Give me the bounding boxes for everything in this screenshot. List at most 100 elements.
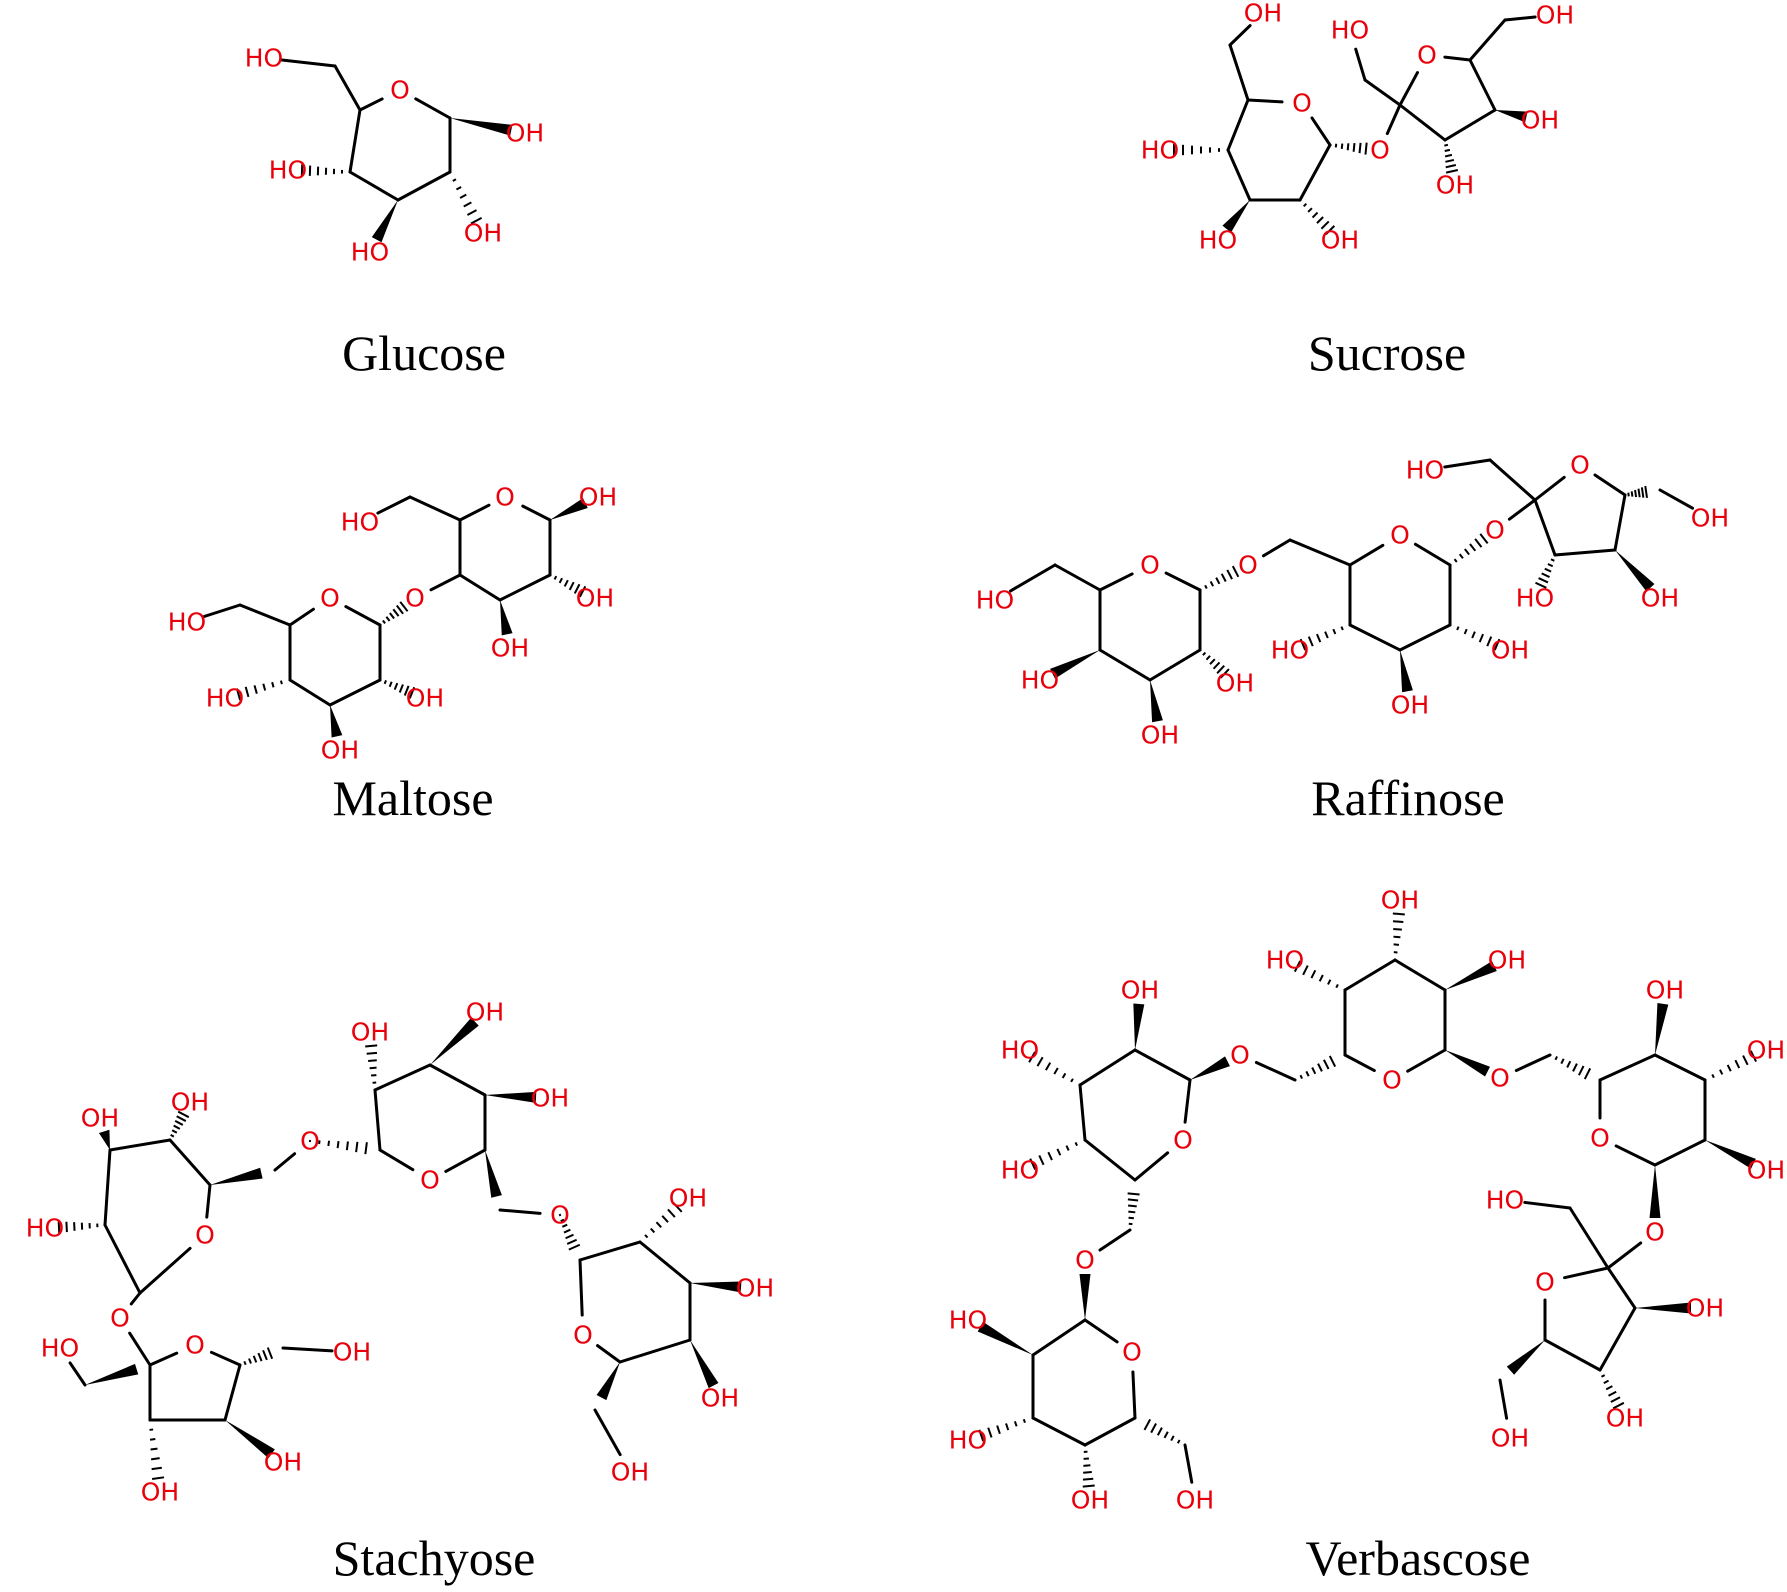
bond bbox=[1385, 103, 1402, 136]
bond bbox=[1398, 623, 1452, 652]
bond bbox=[1468, 58, 1497, 112]
bond bbox=[1228, 24, 1252, 47]
hash-bond bbox=[1392, 920, 1404, 924]
hash-bond bbox=[1445, 164, 1457, 169]
wedge-bond bbox=[485, 1091, 537, 1103]
hydroxyl-label: OH bbox=[1606, 1404, 1644, 1433]
oxygen-atom: O bbox=[1590, 1124, 1610, 1153]
hash-bond bbox=[1202, 651, 1207, 656]
bond bbox=[138, 1246, 192, 1295]
hash-bond bbox=[1444, 148, 1451, 152]
hash-bond bbox=[1640, 487, 1645, 498]
oxygen-atom: O bbox=[1535, 1268, 1555, 1297]
bond bbox=[1653, 1138, 1707, 1167]
hash-bond bbox=[1127, 1198, 1139, 1202]
oxygen-atom: O bbox=[1645, 1218, 1665, 1247]
hash-bond bbox=[1065, 1145, 1070, 1151]
wedge-bond bbox=[500, 600, 513, 636]
hydroxyl-label: OH bbox=[1491, 1424, 1529, 1453]
wedge-bond bbox=[85, 1363, 139, 1385]
bond bbox=[1053, 563, 1102, 592]
hash-bond bbox=[327, 1140, 331, 1147]
hash-bond bbox=[1554, 1056, 1558, 1061]
hash-bond bbox=[1583, 1067, 1592, 1080]
hash-bond bbox=[1316, 216, 1324, 224]
wedge-bond bbox=[1050, 650, 1100, 679]
bond bbox=[358, 97, 384, 112]
bond bbox=[521, 504, 552, 522]
hydroxyl-label: OH bbox=[579, 483, 617, 512]
hash-bond bbox=[987, 1427, 993, 1438]
hash-bond bbox=[393, 682, 399, 691]
oxygen-atom: O bbox=[1230, 1041, 1250, 1070]
bond bbox=[1148, 648, 1202, 682]
hydroxyl-label: HO bbox=[206, 684, 244, 713]
hash-bond bbox=[1150, 1423, 1157, 1434]
bond bbox=[103, 1148, 112, 1227]
bond bbox=[1593, 473, 1627, 497]
oxygen-atom: O bbox=[1075, 1246, 1095, 1275]
bond bbox=[333, 64, 362, 112]
bond bbox=[1498, 1378, 1509, 1420]
hash-bond bbox=[1734, 1059, 1741, 1069]
hydroxyl-label: HO bbox=[949, 1426, 987, 1455]
hash-bond bbox=[1456, 626, 1460, 631]
hash-bond bbox=[151, 1476, 165, 1480]
bond bbox=[209, 1350, 242, 1367]
bond bbox=[1133, 1151, 1170, 1182]
hash-bond bbox=[1056, 1148, 1062, 1156]
hash-bond bbox=[1393, 927, 1402, 931]
hash-bond bbox=[149, 1428, 154, 1431]
hash-bond bbox=[149, 1438, 156, 1441]
hash-bond bbox=[1548, 1053, 1552, 1057]
hash-bond bbox=[1316, 633, 1322, 643]
hash-bond bbox=[463, 201, 472, 208]
hash-bond bbox=[1038, 1155, 1045, 1166]
hash-bond bbox=[395, 604, 404, 615]
bond bbox=[1133, 1048, 1192, 1082]
wedge-bond bbox=[690, 1281, 742, 1293]
hash-bond bbox=[565, 1233, 574, 1240]
molecule-name: Glucose bbox=[342, 325, 506, 381]
hydroxyl-label: OH bbox=[464, 219, 502, 248]
hash-bond bbox=[257, 1352, 263, 1362]
molecule-name: Sucrose bbox=[1308, 325, 1466, 381]
bond bbox=[1443, 55, 1472, 62]
bond bbox=[1563, 1266, 1610, 1280]
oxygen-atom: O bbox=[1370, 136, 1390, 165]
hydroxyl-label: HO bbox=[976, 586, 1014, 615]
oxygen-atom: O bbox=[185, 1331, 205, 1360]
hash-bond bbox=[1231, 565, 1240, 578]
hash-bond bbox=[568, 1243, 581, 1251]
hydroxyl-label: OH bbox=[351, 1018, 389, 1047]
hash-bond bbox=[996, 1425, 1001, 1435]
bond bbox=[1183, 1078, 1192, 1124]
wedge-bond bbox=[1150, 680, 1163, 723]
hash-bond bbox=[398, 684, 404, 693]
oxygen-atom: O bbox=[1490, 1064, 1510, 1093]
hash-bond bbox=[170, 1133, 175, 1138]
bond bbox=[1406, 1048, 1447, 1073]
hash-bond bbox=[1544, 567, 1552, 573]
hydroxyl-label: OH bbox=[1436, 171, 1474, 200]
hash-bond bbox=[1074, 1141, 1078, 1147]
bond bbox=[328, 678, 382, 707]
hash-bond bbox=[1216, 665, 1225, 674]
bond bbox=[1488, 458, 1537, 502]
hash-bond bbox=[408, 686, 416, 699]
wedge-bond bbox=[1495, 110, 1528, 123]
bond bbox=[1606, 1241, 1643, 1270]
hash-bond bbox=[365, 1044, 378, 1048]
molecule-name: Maltose bbox=[332, 770, 493, 826]
hydroxyl-label: OH bbox=[1691, 504, 1729, 533]
hash-bond bbox=[1445, 158, 1455, 163]
hydroxyl-label: HO bbox=[341, 508, 379, 537]
hydroxyl-label: HO bbox=[1516, 584, 1554, 613]
bond bbox=[1098, 1228, 1132, 1252]
bond bbox=[428, 1063, 487, 1097]
bond bbox=[1514, 1053, 1552, 1072]
oxygen-atom: O bbox=[390, 76, 410, 105]
hydroxyl-label: OH bbox=[1381, 886, 1419, 915]
